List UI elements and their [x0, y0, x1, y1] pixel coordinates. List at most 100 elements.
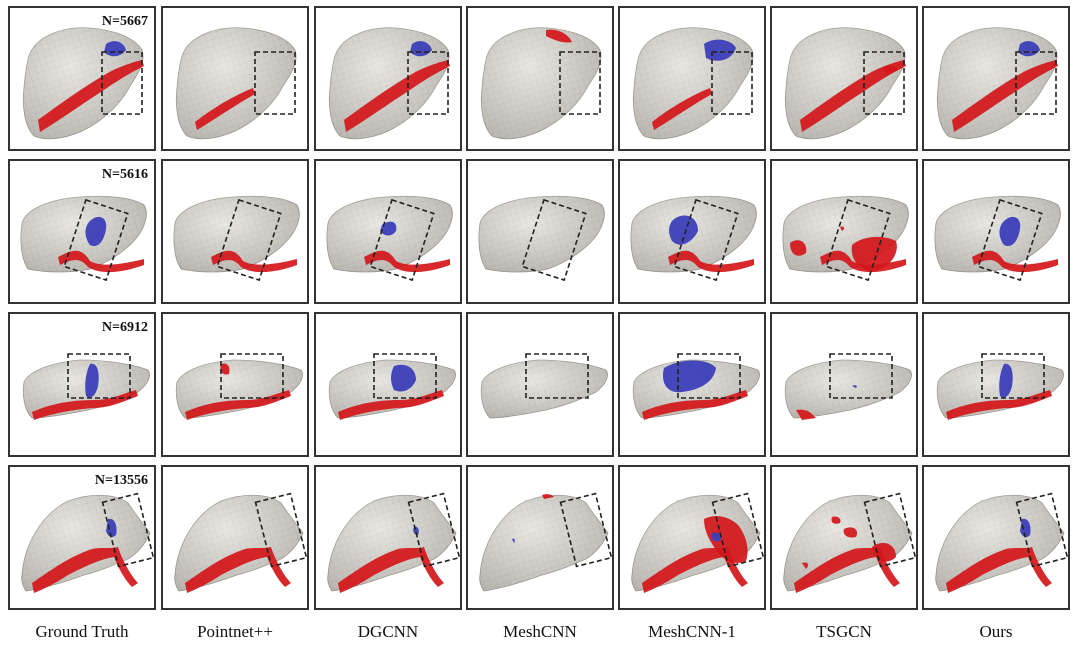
liver-mesh-render — [20, 195, 147, 282]
red-segmentation-region — [195, 88, 255, 130]
red-segmentation-region — [32, 547, 138, 593]
liver-mesh-render — [631, 492, 764, 593]
blue-segmentation-region — [1020, 518, 1031, 538]
red-segmentation-region — [946, 390, 1052, 420]
panel-gt-row4: N=13556 — [8, 465, 156, 610]
panel-pointnet-row1 — [161, 6, 309, 151]
panel-pointnet-row2 — [161, 159, 309, 304]
column-label-dgcnn: DGCNN — [357, 622, 419, 641]
dashed-highlight-box — [216, 198, 282, 282]
column-label-pointnet: Pointnet++ — [197, 622, 273, 641]
liver-mesh-render — [783, 492, 916, 593]
liver-mesh-render — [782, 195, 909, 282]
dashed-highlight-box — [521, 198, 587, 282]
panel-gt-row2: N=5616 — [8, 159, 156, 304]
dashed-highlight-box — [407, 51, 449, 115]
vertex-count-label: N=5667 — [101, 14, 148, 29]
panel-tsgcn-row1 — [770, 6, 918, 151]
panel-dgcnn-row1 — [314, 6, 462, 151]
panel-pointnet-row3 — [161, 312, 309, 457]
liver-mesh-render — [630, 195, 757, 282]
dashed-highlight-box — [254, 51, 296, 115]
vertex-count-label: N=13556 — [94, 473, 148, 488]
liver-mesh-render — [784, 353, 912, 420]
dashed-highlight-box — [863, 492, 916, 568]
blue-segmentation-region — [106, 518, 117, 538]
panel-meshcnn1-row3 — [618, 312, 766, 457]
red-segmentation-region — [344, 60, 450, 132]
liver-mesh-render — [934, 195, 1061, 282]
blue-segmentation-region — [391, 364, 416, 392]
panel-meshcnn1-row1 — [618, 6, 766, 151]
dashed-highlight-box — [525, 353, 589, 399]
red-segmentation-region — [652, 88, 712, 130]
blue-segmentation-region — [512, 538, 515, 543]
panel-dgcnn-row3 — [314, 312, 462, 457]
dashed-highlight-box — [373, 353, 437, 399]
panel-gt-row1: N=5667 — [8, 6, 156, 151]
column-label-ours: Ours — [979, 622, 1013, 641]
red-segmentation-region — [220, 363, 230, 375]
panel-meshcnn-row2 — [466, 159, 614, 304]
red-segmentation-region — [338, 390, 444, 420]
liver-mesh-render — [936, 353, 1064, 420]
dashed-highlight-box — [863, 51, 905, 115]
panel-tsgcn-row2 — [770, 159, 918, 304]
red-segmentation-region — [946, 547, 1052, 593]
red-segmentation-region — [952, 60, 1058, 132]
dashed-highlight-box — [101, 492, 154, 568]
panel-ours-row1 — [922, 6, 1070, 151]
dashed-highlight-box — [829, 353, 893, 399]
blue-segmentation-region — [669, 215, 698, 245]
dashed-highlight-box — [101, 51, 143, 115]
dashed-highlight-box — [673, 198, 739, 282]
liver-mesh-render — [21, 492, 154, 593]
column-label-gt: Ground Truth — [35, 622, 129, 641]
panel-pointnet-row4 — [161, 465, 309, 610]
red-segmentation-region — [185, 547, 291, 593]
liver-mesh-render — [936, 27, 1058, 140]
panel-ours-row4 — [922, 465, 1070, 610]
panel-meshcnn-row4 — [466, 465, 614, 610]
red-segmentation-region — [546, 29, 572, 43]
liver-mesh-render — [175, 353, 303, 420]
panel-meshcnn-row3 — [466, 312, 614, 457]
dashed-highlight-box — [677, 353, 741, 399]
red-segmentation-region — [185, 390, 291, 420]
blue-segmentation-region — [999, 363, 1013, 398]
vertex-count-label: N=5616 — [101, 167, 148, 182]
blue-segmentation-region — [662, 360, 716, 393]
dashed-highlight-box — [1015, 492, 1068, 568]
red-segmentation-region — [794, 547, 900, 593]
liver-mesh-render — [479, 492, 612, 592]
dashed-highlight-box — [711, 51, 753, 115]
dashed-highlight-box — [711, 492, 764, 568]
dashed-highlight-box — [1015, 51, 1057, 115]
column-label-meshcnn: MeshCNN — [503, 622, 577, 641]
dashed-highlight-box — [559, 492, 612, 568]
column-label-meshcnn1: MeshCNN-1 — [648, 622, 736, 641]
liver-mesh-render — [632, 27, 754, 140]
liver-mesh-render — [784, 27, 906, 140]
red-segmentation-region — [642, 390, 748, 420]
liver-mesh-render — [22, 27, 144, 140]
dashed-highlight-box — [825, 198, 891, 282]
blue-segmentation-region — [852, 385, 857, 388]
column-label-tsgcn: TSGCN — [816, 622, 872, 641]
blue-segmentation-region — [85, 216, 107, 247]
dashed-highlight-box — [67, 353, 131, 399]
red-segmentation-region — [38, 60, 144, 132]
red-segmentation-region — [790, 226, 897, 271]
liver-mesh-render — [173, 195, 300, 282]
red-segmentation-region — [704, 516, 748, 563]
red-segmentation-region — [972, 250, 1058, 273]
dashed-highlight-box — [559, 51, 601, 115]
liver-mesh-render — [326, 195, 453, 282]
panel-tsgcn-row4 — [770, 465, 918, 610]
red-segmentation-region — [882, 65, 898, 73]
vertex-count-label: N=6912 — [101, 320, 148, 335]
red-segmentation-region — [32, 390, 138, 420]
dashed-highlight-box — [981, 353, 1045, 399]
liver-mesh-render — [480, 353, 608, 419]
panel-gt-row3: N=6912 — [8, 312, 156, 457]
